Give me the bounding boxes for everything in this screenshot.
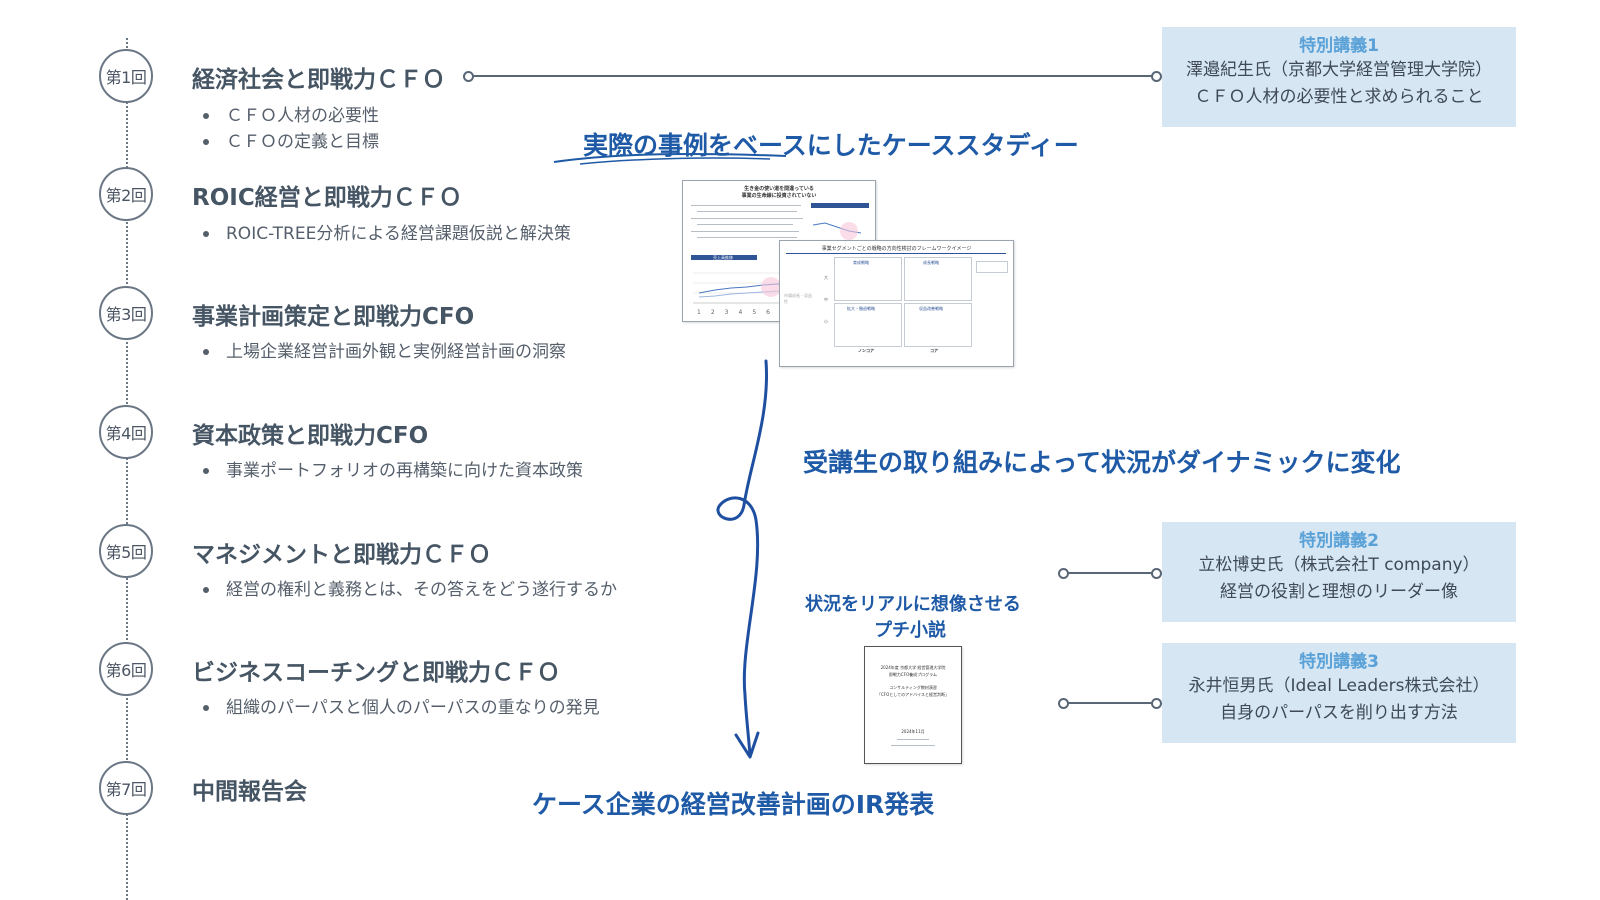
novel-doc-line1: 2024年度 京都大学 経営管理大学院	[880, 665, 946, 670]
session-7-title: 中間報告会	[192, 779, 307, 805]
connector-dot	[1151, 71, 1162, 82]
special-lecture-2: 特別講義2 立松博史氏（株式会社T company） 経営の役割と理想のリーダー…	[1162, 522, 1516, 622]
slide-2-bottom-right: コア	[930, 348, 938, 353]
session-4-title: 資本政策と即戦力CFO	[192, 423, 429, 449]
slide-1-chart-label: 売上高推移	[713, 255, 733, 260]
slide-1-title-line1: 生き金の使い道を間違っている	[744, 186, 814, 192]
slide-2-bottom-left: ノンコア	[858, 348, 874, 353]
connector-dot	[1058, 568, 1069, 579]
special-lecture-1-topic: ＣＦＯ人材の必要性と求められること	[1194, 87, 1484, 107]
novel-document-thumbnail: 2024年度 京都大学 経営管理大学院 即戦力CFO養成プログラム コンサルティ…	[864, 646, 962, 764]
session-3-badge: 第3回	[99, 286, 153, 340]
novel-callout-line2: プチ小説	[874, 620, 946, 641]
underline-stroke-icon	[553, 153, 787, 165]
ir-presentation-callout: ケース企業の経営改善計画のIR発表	[532, 790, 935, 819]
list-item: ＣＦＯの定義と目標	[200, 129, 379, 155]
session-5-badge: 第5回	[99, 524, 153, 578]
slide-2-quadrant-4: 収益改善戦略	[919, 306, 943, 311]
special-lecture-2-title: 特別講義2	[1299, 531, 1379, 551]
slide-2-quadrant-1: 育成戦略	[853, 260, 869, 265]
slide-1-title-line2: 事業の生命線に投資されていない	[741, 193, 817, 199]
special-lecture-2-topic: 経営の役割と理想のリーダー像	[1220, 582, 1458, 602]
special-lecture-3-topic: 自身のパーパスを削り出す方法	[1220, 703, 1458, 723]
connector-line-2	[1064, 572, 1155, 574]
connector-dot	[463, 71, 474, 82]
session-2-title: ROIC経営と即戦力ＣＦＯ	[192, 185, 462, 211]
slide-2-row-label: 中	[824, 297, 828, 302]
novel-callout-line1: 状況をリアルに想像させる	[805, 594, 1021, 615]
session-5-title: マネジメントと即戦力ＣＦＯ	[192, 542, 491, 568]
slide-2-row-label: 小	[824, 319, 828, 324]
special-lecture-3-title: 特別講義3	[1299, 652, 1379, 672]
flow-arrow-icon	[716, 359, 769, 759]
connector-line-1	[469, 75, 1155, 77]
connector-dot	[1058, 698, 1069, 709]
session-6-bullets: 組織のパーパスと個人のパーパスの重なりの発見	[200, 695, 600, 721]
session-3-title: 事業計画策定と即戦力CFO	[192, 304, 475, 330]
novel-doc-line4: 「CFOとしてのアドバイスと経営判断」	[876, 692, 949, 697]
novel-doc-line2: 即戦力CFO養成プログラム	[888, 672, 938, 677]
special-lecture-3: 特別講義3 永井恒男氏（Ideal Leaders株式会社） 自身のパーパスを削…	[1162, 643, 1516, 743]
list-item: 経営の権利と義務とは、その答えをどう遂行するか	[200, 577, 617, 603]
session-1-title: 経済社会と即戦力ＣＦＯ	[192, 67, 445, 93]
slide-2-quadrant-3: 拡大・撤退戦略	[847, 306, 875, 311]
connector-line-3	[1064, 702, 1155, 704]
list-item: ＣＦＯ人材の必要性	[200, 103, 379, 129]
list-item: ROIC-TREE分析による経営課題仮説と解決策	[200, 221, 571, 247]
session-4-bullets: 事業ポートフォリオの再構築に向けた資本政策	[200, 458, 583, 484]
special-lecture-1-speaker: 澤邉紀生氏（京都大学経営管理大学院）	[1186, 60, 1492, 80]
slide-2-quadrant-2: 成長戦略	[923, 260, 939, 265]
session-3-bullets: 上場企業経営計画外観と実例経営計画の洞察	[200, 339, 566, 365]
special-lecture-1-title: 特別講義1	[1299, 36, 1379, 56]
session-4-badge: 第4回	[99, 405, 153, 459]
novel-doc-line3: コンサルティング教材演習	[889, 685, 937, 690]
list-item: 事業ポートフォリオの再構築に向けた資本政策	[200, 458, 583, 484]
session-2-badge: 第2回	[99, 167, 153, 221]
session-2-bullets: ROIC-TREE分析による経営課題仮説と解決策	[200, 221, 571, 247]
session-1-bullets: ＣＦＯ人材の必要性 ＣＦＯの定義と目標	[200, 103, 379, 155]
slide-1-side-chart	[812, 222, 862, 240]
slide-1-axis: 123456	[697, 309, 780, 316]
timeline-line	[126, 38, 128, 900]
special-lecture-3-speaker: 永井恒男氏（Ideal Leaders株式会社）	[1188, 676, 1490, 696]
special-lecture-1: 特別講義1 澤邉紀生氏（京都大学経営管理大学院） ＣＦＯ人材の必要性と求められる…	[1162, 27, 1516, 127]
session-6-badge: 第6回	[99, 642, 153, 696]
slide-2-row-label: 大	[824, 275, 828, 280]
session-5-bullets: 経営の権利と義務とは、その答えをどう遂行するか	[200, 577, 617, 603]
novel-doc-line5: 2024年11月	[901, 729, 925, 734]
case-slide-thumbnail-2: 事業セグメントごとの戦略の方向性検討のフレームワークイメージ 市場成長・収益性 …	[779, 240, 1014, 367]
list-item: 組織のパーパスと個人のパーパスの重なりの発見	[200, 695, 600, 721]
session-1-badge: 第1回	[99, 49, 153, 103]
session-7-badge: 第7回	[99, 761, 153, 815]
connector-dot	[1151, 698, 1162, 709]
list-item: 上場企業経営計画外観と実例経営計画の洞察	[200, 339, 566, 365]
special-lecture-2-speaker: 立松博史氏（株式会社T company）	[1198, 555, 1480, 575]
dynamic-change-callout: 受講生の取り組みによって状況がダイナミックに変化	[803, 448, 1401, 477]
connector-dot	[1151, 568, 1162, 579]
slide-2-left-label: 市場成長・収益性	[784, 293, 812, 304]
slide-1-mini-chart	[693, 272, 789, 304]
slide-2-title: 事業セグメントごとの戦略の方向性検討のフレームワークイメージ	[821, 246, 972, 252]
session-6-title: ビジネスコーチングと即戦力ＣＦＯ	[192, 660, 560, 686]
